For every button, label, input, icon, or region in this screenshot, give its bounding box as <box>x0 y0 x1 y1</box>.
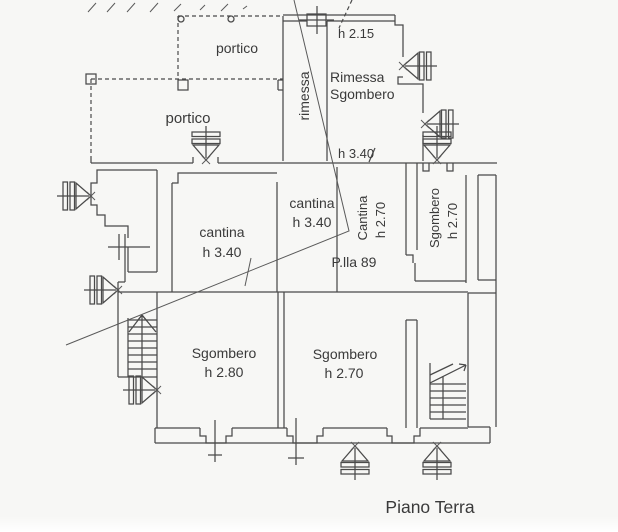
window-symbol <box>83 275 123 305</box>
height-label-sgombero-large: h 2.80 <box>205 364 244 380</box>
height-label-sgombero-center: h 2.70 <box>325 365 364 381</box>
portico-column-dot <box>177 15 185 23</box>
height-label-215: h 2.15 <box>338 26 374 41</box>
drawing-caption: Piano Terra <box>385 497 474 517</box>
height-label-340-rimessa: h 3.40 <box>338 146 374 161</box>
room-label-sgombero-large: Sgombero <box>192 345 257 361</box>
room-labels: portico portico rimessa h 2.15 Rimessa S… <box>165 26 474 517</box>
room-label-portico-upper: portico <box>216 40 258 56</box>
parcel-label: P.lla 89 <box>332 254 377 270</box>
staircase-left <box>118 314 157 378</box>
room-label-rimessa-sgombero-2: Sgombero <box>330 86 395 102</box>
door-frame-symbol <box>108 234 150 260</box>
window-symbol <box>191 125 221 165</box>
room-label-sgombero-center: Sgombero <box>313 346 378 362</box>
staircase-right <box>429 363 467 420</box>
window-symbol <box>122 375 162 405</box>
walls <box>90 6 497 465</box>
window-symbol <box>422 125 452 165</box>
room-label-rimessa-sgombero-1: Rimessa <box>330 69 385 85</box>
window-sill <box>286 428 324 444</box>
room-label-sgombero-side: Sgombero <box>427 188 442 248</box>
room-label-rimessa: rimessa <box>296 71 312 120</box>
window-sill <box>386 428 421 444</box>
portico-pillar <box>177 79 189 91</box>
page-bottom-fade <box>0 516 618 532</box>
room-label-cantina-small: cantina <box>289 195 334 211</box>
room-label-cantina-side: Cantina <box>355 195 370 241</box>
window-symbol <box>56 181 96 211</box>
height-label-cantina-side: h 2.70 <box>373 202 388 238</box>
room-label-cantina-main: cantina <box>199 224 244 240</box>
height-label-cantina-main: h 3.40 <box>203 244 242 260</box>
window-sill <box>199 428 233 444</box>
portico-pillar <box>85 73 97 85</box>
window-symbol <box>398 51 438 81</box>
window-symbol <box>420 109 460 139</box>
window-symbols <box>56 51 460 481</box>
portico-dashed-outline <box>85 15 283 157</box>
room-label-portico-lower: portico <box>165 110 210 127</box>
window-cross-symbol <box>299 6 334 34</box>
window-symbol <box>422 441 452 481</box>
height-label-cantina-small: h 3.40 <box>293 214 332 230</box>
boundary-lines <box>65 0 353 346</box>
window-symbol <box>340 441 370 481</box>
terrain-hatch-marks <box>87 2 248 13</box>
portico-column-dot <box>227 15 235 23</box>
height-label-sgombero-side: h 2.70 <box>445 203 460 239</box>
